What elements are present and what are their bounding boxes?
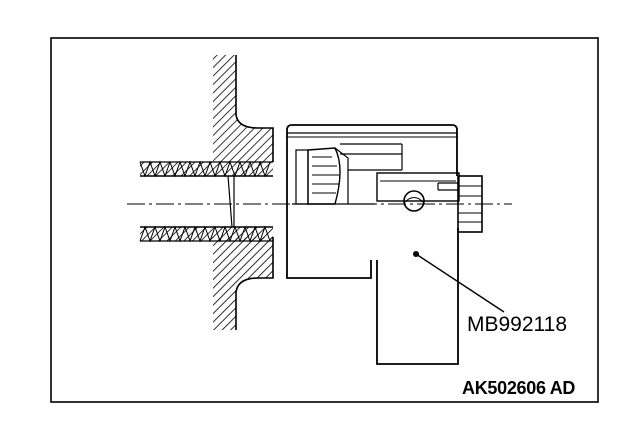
retaining-ball (403, 190, 425, 212)
figure-code-label: AK502606 AD (462, 378, 576, 398)
threaded-bore (139, 160, 273, 243)
special-tool-body (286, 124, 459, 365)
tool-part-number-label: MB992118 (467, 313, 568, 336)
housing-wall (213, 55, 274, 330)
retainer-sleeve (376, 172, 460, 212)
pinion-gear (295, 143, 403, 205)
leader-line (415, 253, 505, 313)
diagram-frame (50, 37, 599, 403)
